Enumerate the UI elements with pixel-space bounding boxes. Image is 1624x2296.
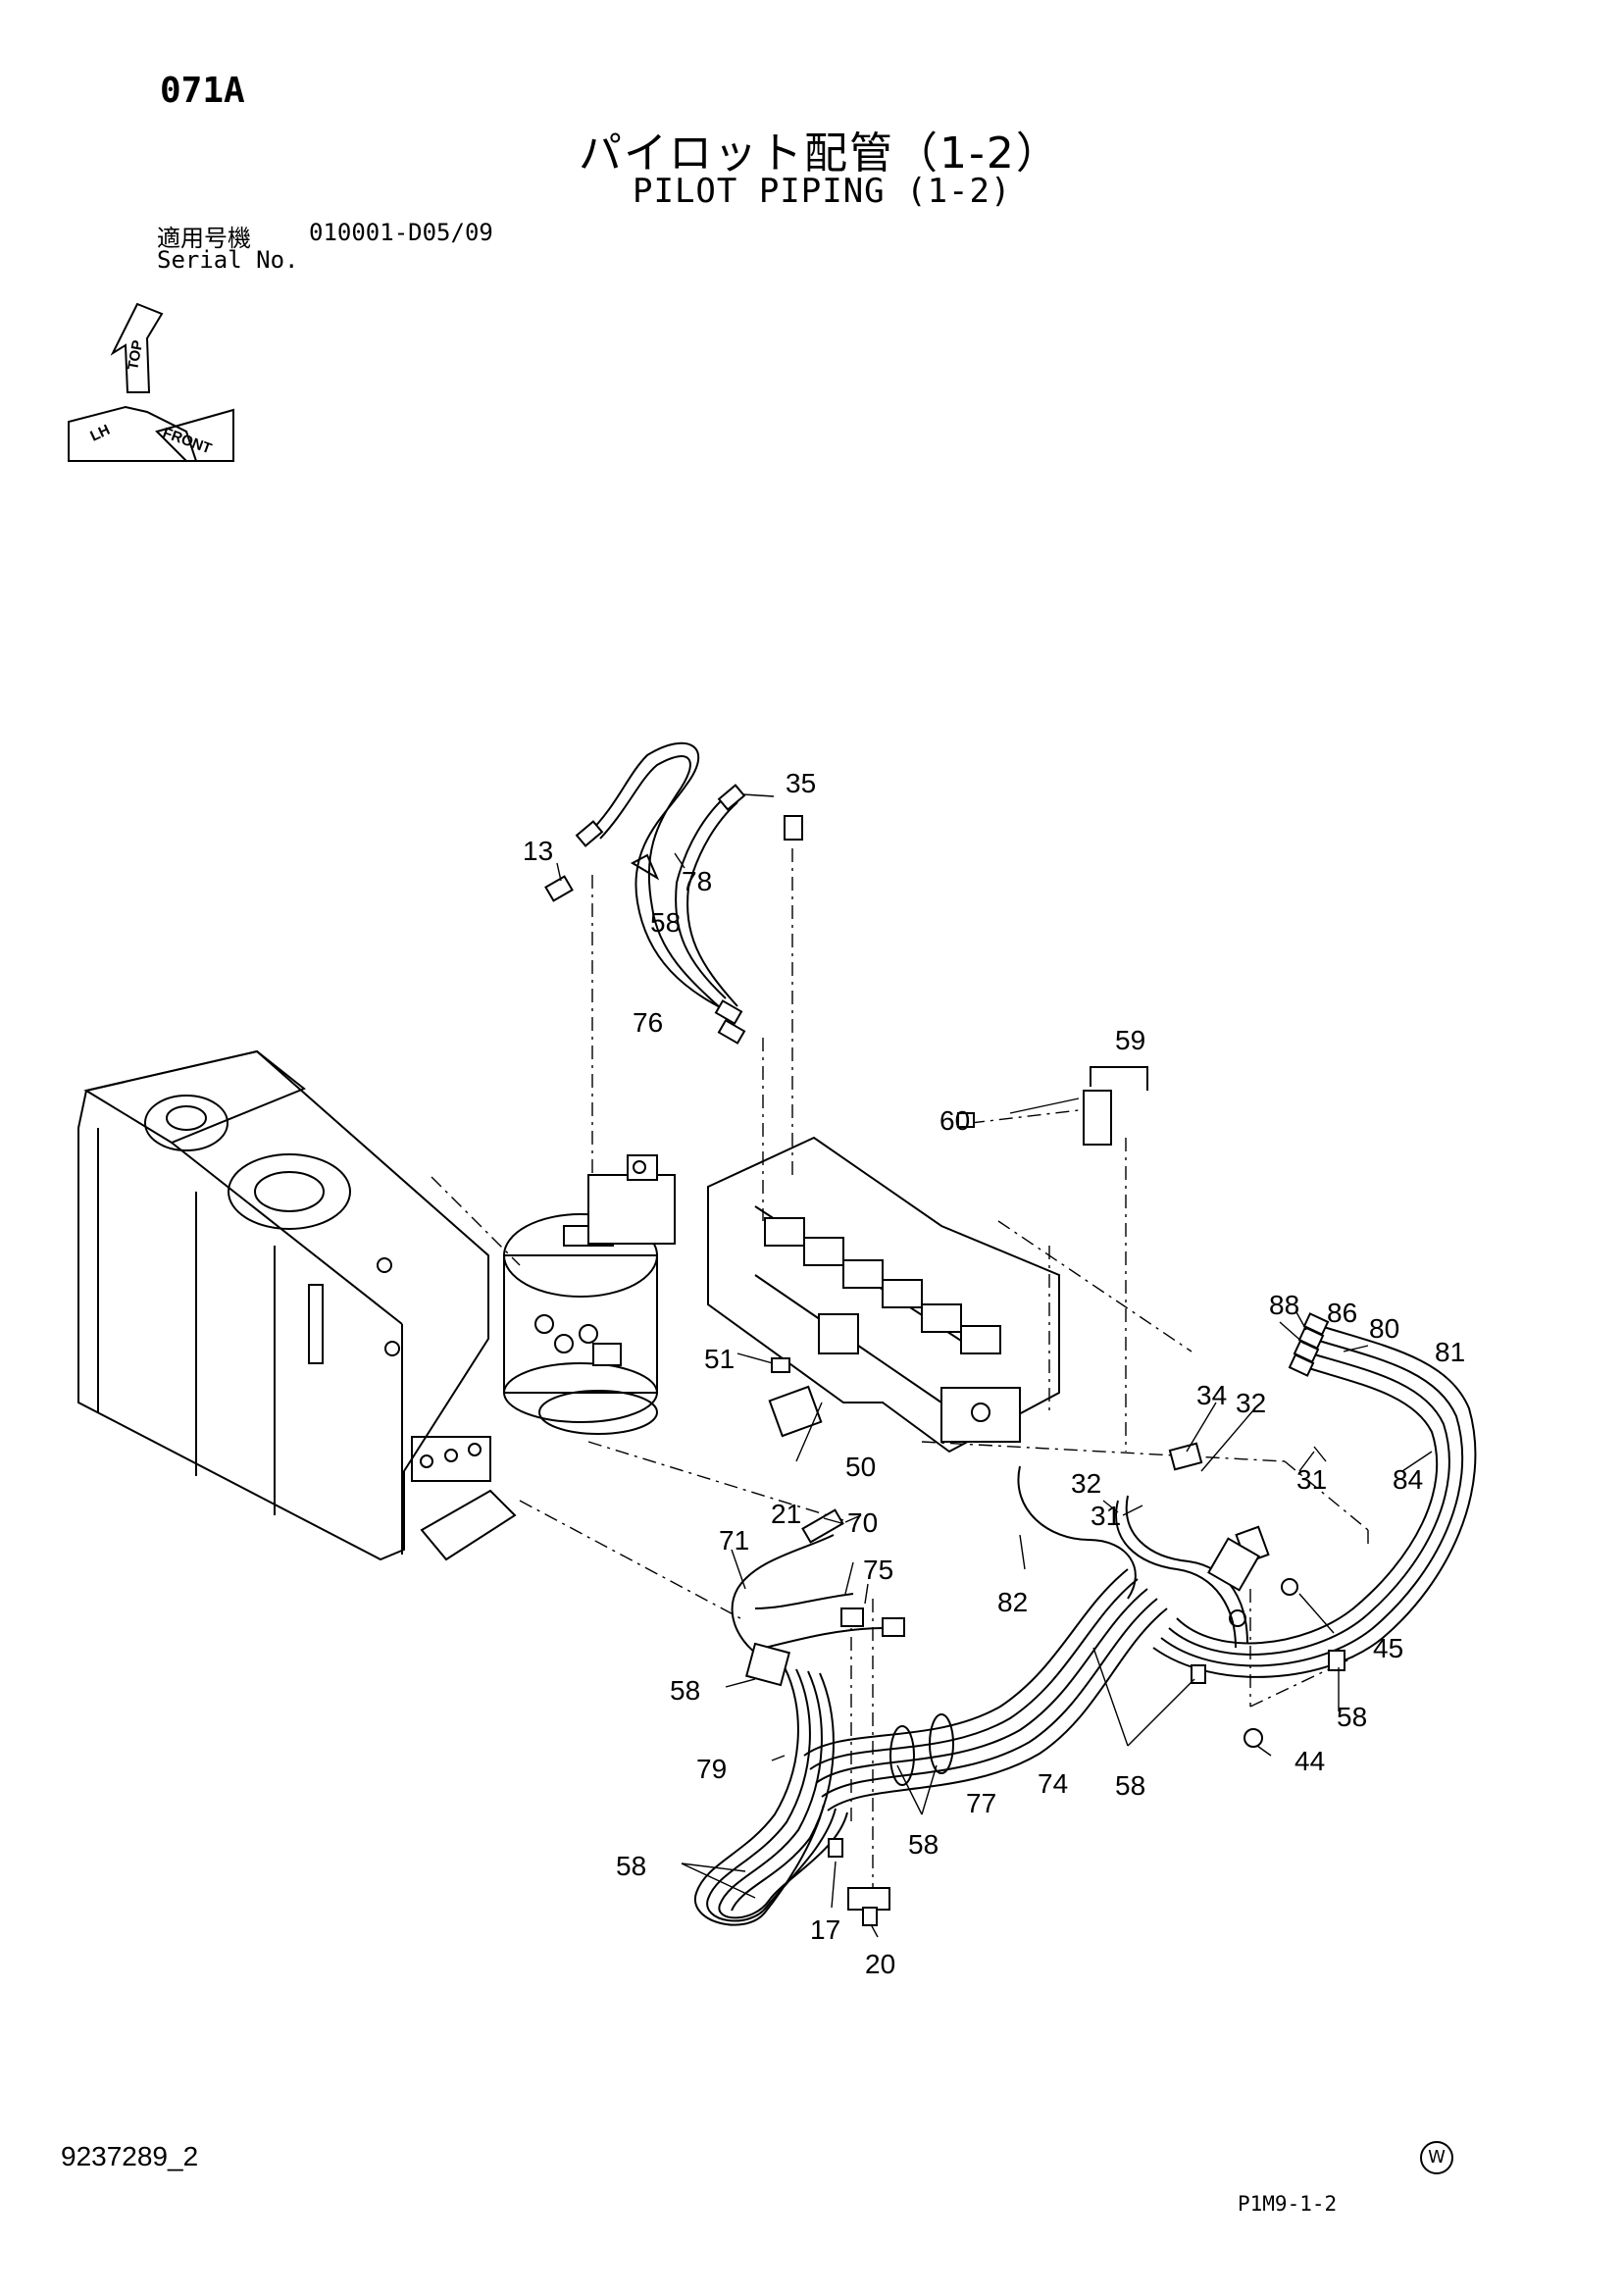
page-code: 071A <box>160 71 245 111</box>
orientation-left-label: LH <box>88 422 113 445</box>
sheet-code: P1M9-1-2 <box>1238 2192 1338 2216</box>
orientation-indicator-icon: TOP LH FRONT <box>68 302 234 462</box>
callout-44: 44 <box>1294 1746 1325 1776</box>
page-title-japanese: パイロット配管（1-2） <box>579 128 1061 179</box>
callout-76: 76 <box>633 1007 663 1038</box>
left-lower-hose-bundle <box>693 1508 905 1926</box>
callout-58-bottom-right: 58 <box>1115 1770 1145 1801</box>
control-valve <box>707 1136 1060 1454</box>
callout-32-left: 32 <box>1071 1468 1101 1499</box>
solenoid-valve <box>587 1154 676 1245</box>
callout-75: 75 <box>863 1555 893 1585</box>
callout-34: 34 <box>1196 1380 1227 1410</box>
middle-hose-bundle <box>803 1442 1345 1811</box>
callout-58: 58 <box>650 907 681 938</box>
hydraulic-tank <box>77 1049 517 1561</box>
serial-label-japanese: 適用号機 <box>157 225 251 252</box>
callout-74: 74 <box>1038 1768 1068 1799</box>
callout-77: 77 <box>966 1788 996 1818</box>
callout-31-right: 31 <box>1296 1464 1327 1495</box>
callout-31-left: 31 <box>1091 1501 1121 1531</box>
callouts: 13 35 78 58 76 59 60 88 86 80 81 51 34 3… <box>523 768 1465 1979</box>
callout-45: 45 <box>1373 1633 1403 1663</box>
callout-58-bottom-center: 58 <box>908 1829 939 1860</box>
swing-motor <box>503 1213 658 1435</box>
serial-label-english: Serial No. <box>157 246 299 274</box>
w-circle-mark: W <box>1420 2141 1453 2174</box>
callout-60: 60 <box>939 1105 970 1136</box>
orientation-front-label: FRONT <box>161 425 214 458</box>
fittings-top <box>544 815 1148 1438</box>
callout-58-bottom-left: 58 <box>616 1851 646 1881</box>
callout-35: 35 <box>786 768 816 798</box>
callout-82: 82 <box>997 1587 1028 1617</box>
callout-81: 81 <box>1435 1337 1465 1367</box>
document-number: 9237289_2 <box>61 2141 199 2171</box>
callout-58-right: 58 <box>1337 1702 1367 1732</box>
callout-17: 17 <box>810 1914 840 1945</box>
callout-58-left: 58 <box>670 1675 700 1706</box>
callout-20: 20 <box>865 1949 895 1979</box>
callout-88: 88 <box>1269 1290 1299 1320</box>
callout-32-right: 32 <box>1236 1388 1266 1418</box>
top-hoses <box>575 741 746 1045</box>
leader-lines <box>556 793 1433 1938</box>
callout-59: 59 <box>1115 1025 1145 1055</box>
page-title-english: PILOT PIPING (1-2) <box>633 172 1012 211</box>
orientation-top-label: TOP <box>125 339 146 372</box>
serial-number-value: 010001-D05/09 <box>309 219 493 246</box>
right-hoses <box>1152 1312 1477 1678</box>
callout-50: 50 <box>845 1452 876 1482</box>
reference-lines <box>431 848 1369 1893</box>
callout-51: 51 <box>704 1344 735 1374</box>
callout-84: 84 <box>1393 1464 1423 1495</box>
callout-21: 21 <box>771 1499 801 1529</box>
callout-70: 70 <box>847 1507 878 1538</box>
callout-86: 86 <box>1327 1298 1357 1328</box>
callout-80: 80 <box>1369 1313 1399 1344</box>
callout-13: 13 <box>523 836 553 866</box>
callout-71: 71 <box>719 1525 749 1556</box>
callout-79: 79 <box>696 1754 727 1784</box>
callout-78: 78 <box>682 866 712 896</box>
